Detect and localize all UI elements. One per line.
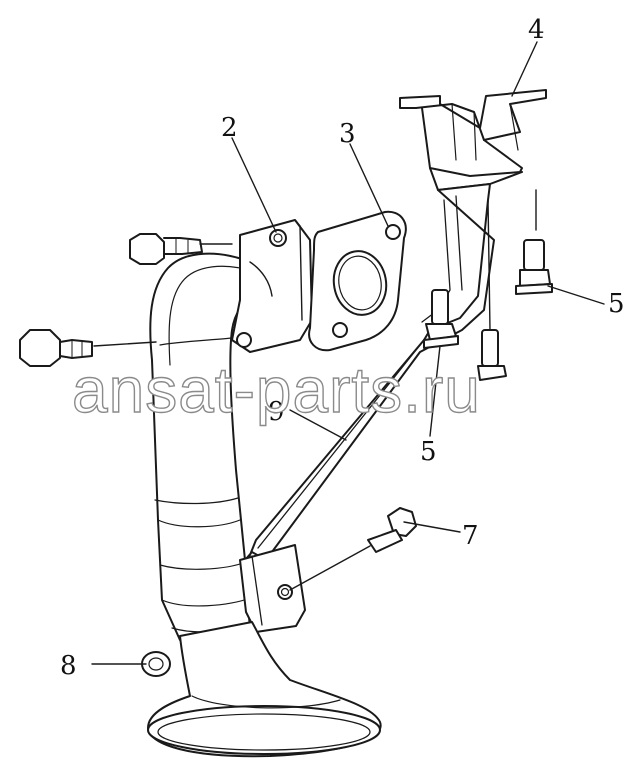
callout-label: 5 <box>608 289 625 319</box>
callout-label: 8 <box>60 651 77 681</box>
bolt-upper-left <box>129 233 203 265</box>
callout-label: 5 <box>420 437 437 467</box>
mounting-bracket <box>399 89 547 191</box>
leader-lines <box>91 41 605 665</box>
bolt-strap-lower <box>477 329 507 381</box>
tube-flange <box>231 219 313 353</box>
strainer-cap <box>147 621 382 758</box>
support-strap <box>239 183 495 633</box>
bolt-bracket-right <box>515 239 553 295</box>
callout-label: 4 <box>528 15 545 45</box>
callout-label: 9 <box>268 397 285 427</box>
watermark: ansat-parts.ru <box>72 354 481 426</box>
callout-label: 2 <box>221 113 238 143</box>
bolt-item-7 <box>367 507 417 553</box>
bolt-lower-left <box>19 329 93 367</box>
callout-labels: 2 3 4 5 5 9 7 8 <box>60 15 625 681</box>
gasket <box>308 210 407 352</box>
callout-label: 3 <box>339 119 356 149</box>
callout-label: 7 <box>462 521 479 551</box>
bolt-strap-center <box>423 289 459 349</box>
